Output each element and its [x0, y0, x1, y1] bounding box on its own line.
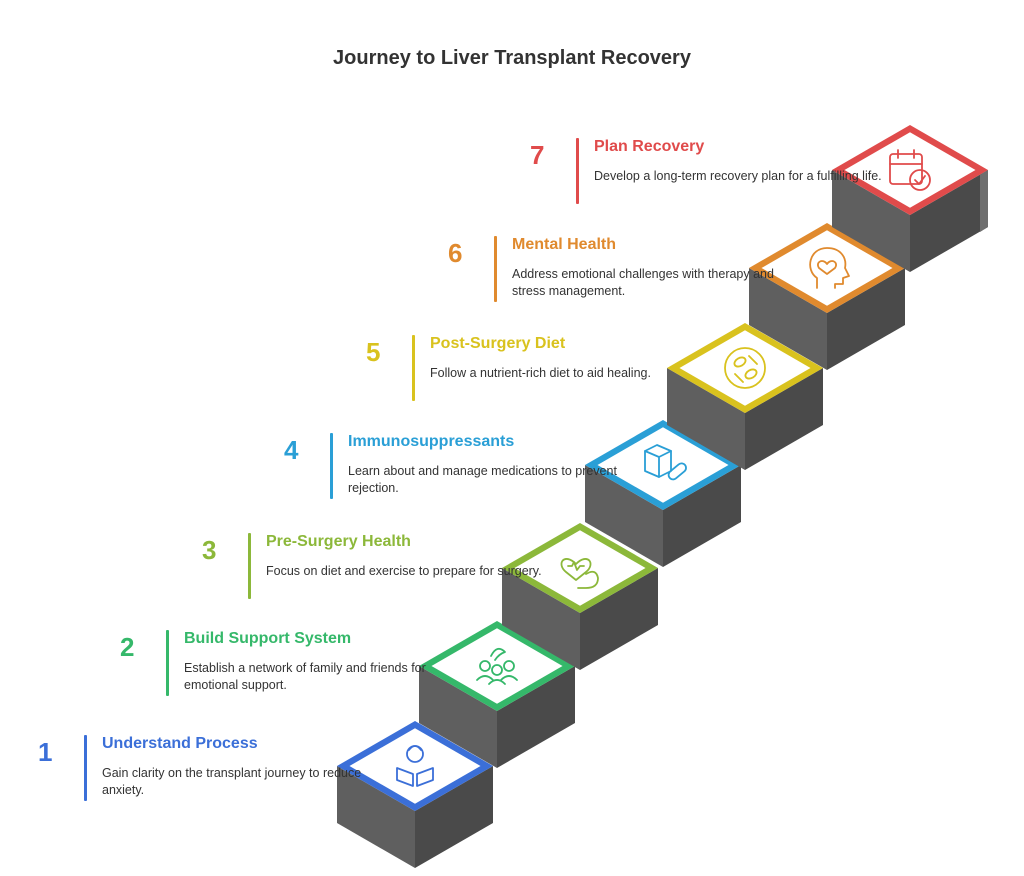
- stair-top-face: [349, 728, 481, 804]
- step-divider: [166, 630, 169, 696]
- step-number: 5: [366, 337, 381, 367]
- stair-top-face: [761, 230, 893, 306]
- food-plate-icon: [724, 347, 766, 389]
- stair-side-wall: [980, 170, 988, 232]
- step-description: Focus on diet and exercise to prepare fo…: [266, 564, 542, 578]
- stair-top-face: [679, 330, 811, 406]
- step-title: Immunosuppressants: [348, 433, 515, 450]
- stair-riser-right: [415, 766, 493, 868]
- head-heart-icon: [809, 247, 850, 289]
- stair-riser-left: [585, 465, 663, 567]
- stair-step-4: [585, 420, 741, 567]
- step-divider: [330, 433, 333, 499]
- step-description: Develop a long-term recovery plan for a …: [594, 169, 882, 183]
- stair-riser-right: [580, 568, 658, 670]
- step-description: Learn about and manage medications to pr…: [348, 464, 617, 495]
- medicine-icon: [644, 444, 687, 481]
- stair-step-3: [502, 523, 658, 670]
- step-number: 4: [284, 435, 299, 465]
- stair-riser-left: [749, 268, 827, 370]
- step-title: Pre-Surgery Health: [266, 533, 411, 550]
- stair-top-face: [514, 530, 646, 606]
- stair-step-7: [832, 125, 988, 272]
- step-title: Plan Recovery: [594, 138, 705, 155]
- stair-riser-left: [832, 170, 910, 272]
- step-divider: [412, 335, 415, 401]
- step-description: Gain clarity on the transplant journey t…: [102, 766, 362, 797]
- step-number: 2: [120, 632, 135, 662]
- stair-top-face: [597, 427, 729, 503]
- step-number: 3: [202, 535, 217, 565]
- step-title: Build Support System: [184, 630, 352, 647]
- stair-riser-right: [910, 170, 988, 272]
- step-title: Post-Surgery Diet: [430, 335, 566, 352]
- stair-riser-right: [497, 666, 575, 768]
- stair-riser-right: [827, 268, 905, 370]
- step-description: Follow a nutrient-rich diet to aid heali…: [430, 366, 651, 380]
- stair-riser-right: [745, 368, 823, 470]
- stair-top-face: [844, 132, 976, 208]
- page-title: Journey to Liver Transplant Recovery: [333, 47, 691, 69]
- step-divider: [494, 236, 497, 302]
- stair-riser-left: [419, 666, 497, 768]
- step-description: Establish a network of family and friend…: [184, 661, 426, 692]
- stair-step-5: [667, 323, 823, 470]
- calendar-check-icon: [889, 149, 931, 191]
- step-description: Address emotional challenges with therap…: [512, 267, 774, 298]
- stair-riser-left: [337, 766, 415, 868]
- heart-arm-icon: [560, 558, 599, 589]
- step-divider: [576, 138, 579, 204]
- people-group-icon: [476, 647, 518, 685]
- stair-riser-left: [502, 568, 580, 670]
- stair-riser-left: [667, 368, 745, 470]
- step-divider: [248, 533, 251, 599]
- step-divider: [84, 735, 87, 801]
- reading-person-icon: [396, 745, 434, 787]
- step-number: 1: [38, 737, 53, 767]
- step-title: Understand Process: [102, 735, 258, 752]
- stair-step-1: [337, 721, 493, 868]
- step-number: 7: [530, 140, 545, 170]
- step-title: Mental Health: [512, 236, 617, 253]
- stair-riser-right: [663, 465, 741, 567]
- stair-top-face: [431, 628, 563, 704]
- step-number: 6: [448, 238, 463, 268]
